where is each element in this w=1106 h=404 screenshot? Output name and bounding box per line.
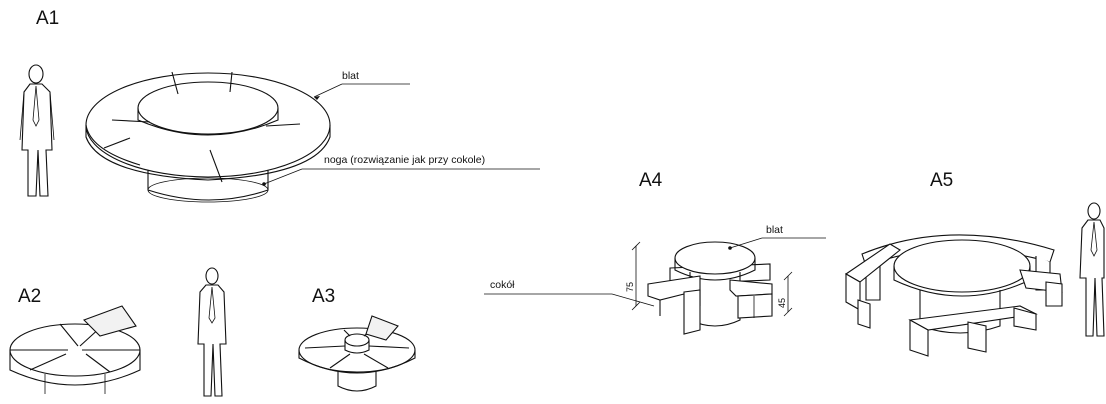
a5-table-with-arc-benches (844, 234, 1063, 357)
a4-callout-top: blat (728, 224, 826, 250)
label-a2: A2 (18, 286, 41, 307)
a4-dimension-height-bench: 45 (777, 271, 793, 317)
label-a1: A1 (36, 8, 59, 29)
dim-45: 45 (777, 298, 787, 308)
a1-round-table (85, 71, 331, 203)
label-a5: A5 (930, 170, 953, 191)
a2-human-figure (197, 267, 227, 397)
callout-noga-a1: noga (rozwiązanie jak przy cokole) (324, 154, 485, 166)
a4-dimension-height-table: 75 (625, 241, 641, 311)
a1-callout-leg: noga (rozwiązanie jak przy cokole) (262, 154, 540, 186)
a1-human-figure (19, 64, 55, 197)
a2-segmented-bench (9, 305, 141, 394)
a3-table-with-pedestal (298, 315, 416, 392)
callout-cokol-a4: cokół (490, 279, 515, 291)
callout-blat-a4: blat (766, 224, 783, 236)
label-a4: A4 (639, 170, 663, 191)
callout-blat-a1: blat (342, 70, 359, 82)
a4-callout-base: cokół (484, 279, 655, 307)
a1-callout-top: blat (313, 70, 410, 100)
a4-table-with-benches (647, 241, 773, 335)
dim-75: 75 (625, 282, 635, 292)
a5-human-figure (1079, 202, 1105, 337)
label-a3: A3 (312, 286, 335, 307)
